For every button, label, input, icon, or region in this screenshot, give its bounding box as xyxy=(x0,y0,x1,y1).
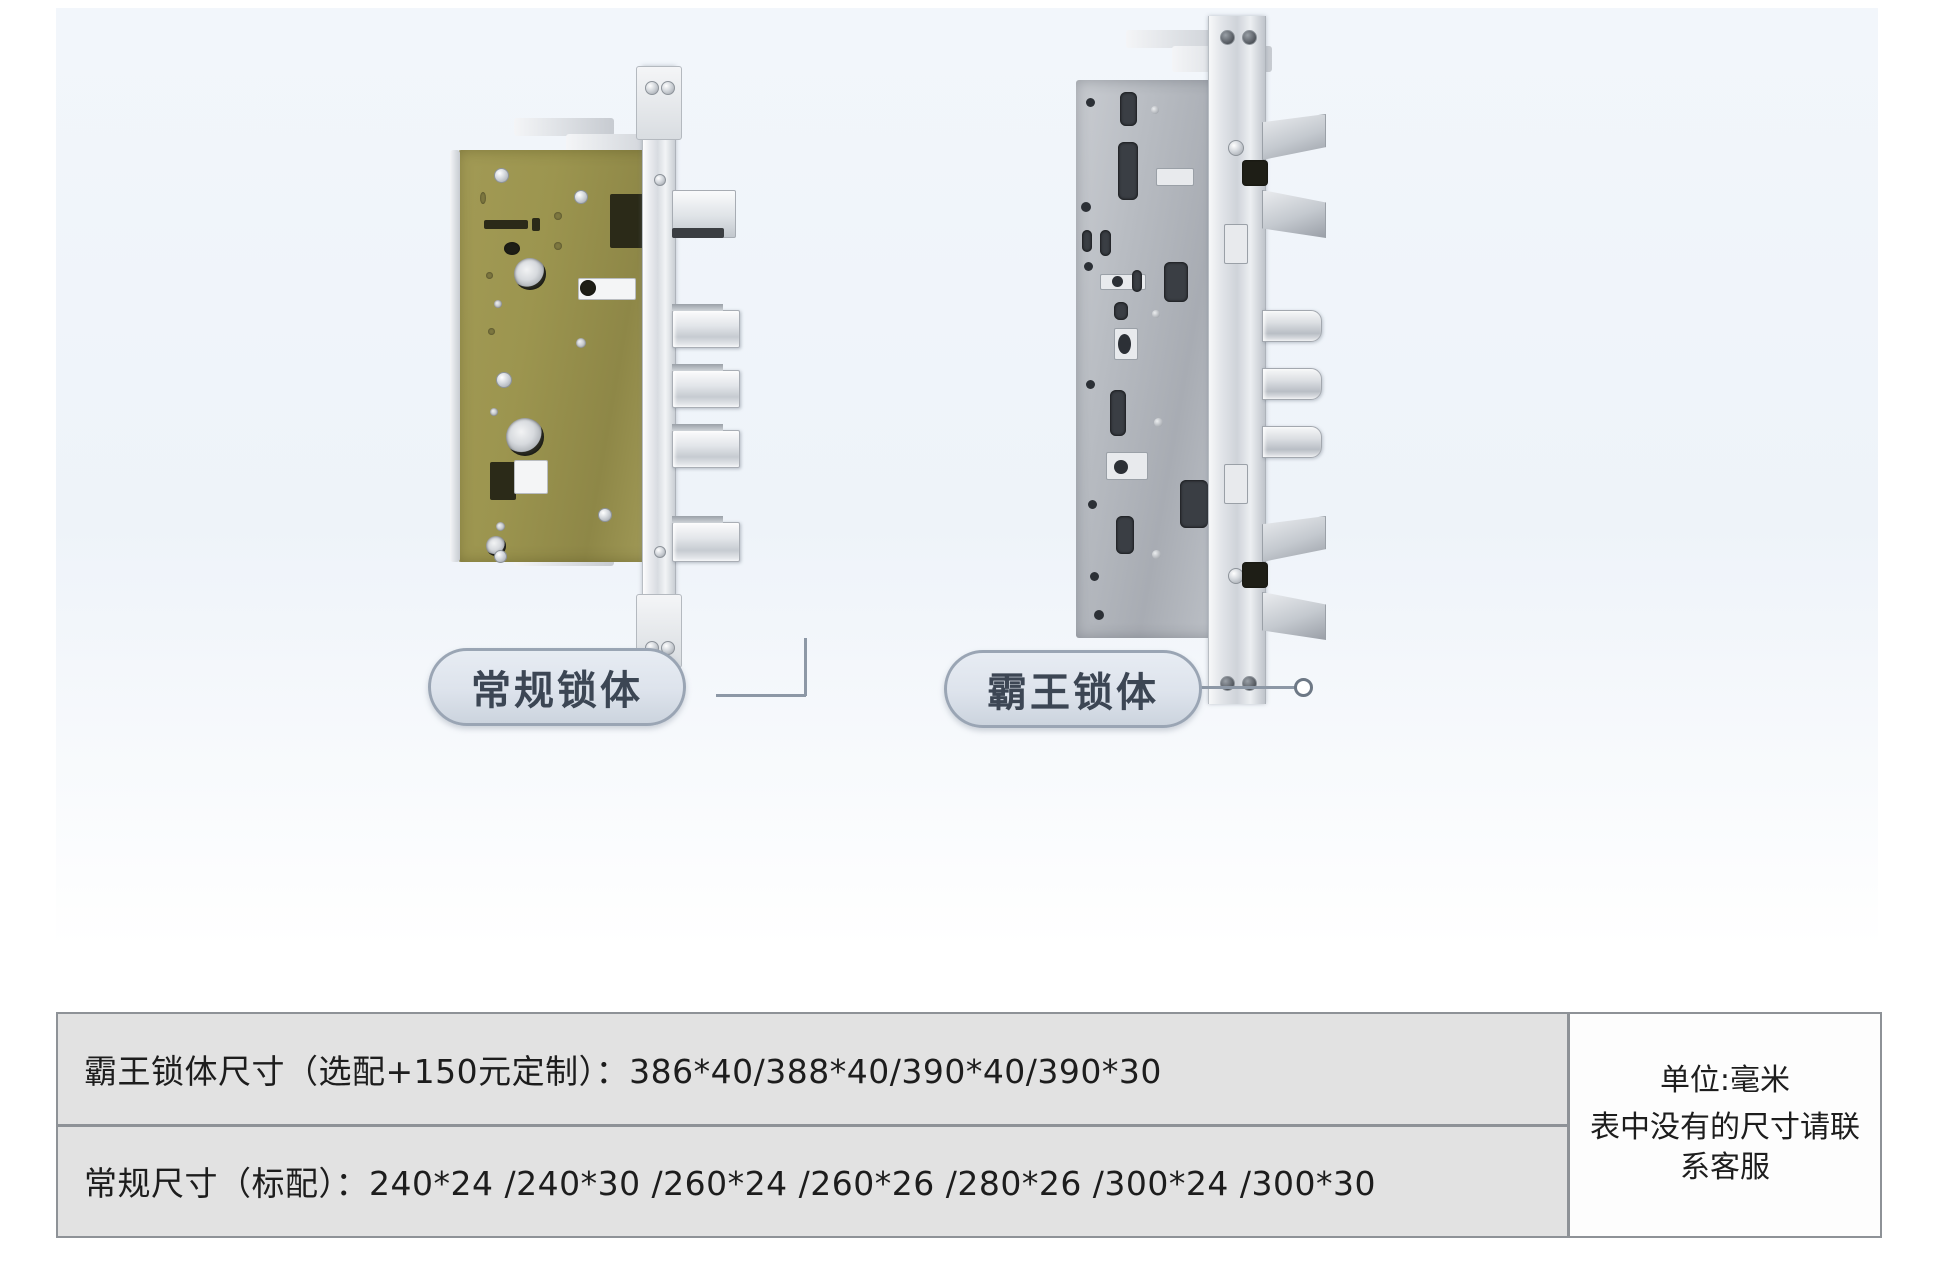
body-cam-slot xyxy=(490,462,516,500)
overlord-size-text: 霸王锁体尺寸（选配+150元定制）：386*40/388*40/390*40/3… xyxy=(84,1051,1162,1091)
body-pin-4 xyxy=(486,272,493,279)
overlord-pin-2 xyxy=(1151,106,1159,114)
regular-callout-leader-vertical xyxy=(804,638,807,696)
overlord-slot-7 xyxy=(1164,262,1188,302)
body-screw-1 xyxy=(494,168,509,183)
latch-shadow xyxy=(672,228,724,238)
overlord-hook-bolt-top-2 xyxy=(1262,190,1326,238)
body-keyhole xyxy=(514,258,546,290)
overlord-faceplate-slot-2 xyxy=(1224,464,1248,504)
overlord-pin-4 xyxy=(1084,262,1093,271)
body-cylinder-hole xyxy=(506,418,544,456)
specification-table: 霸王锁体尺寸（选配+150元定制）：386*40/388*40/390*40/3… xyxy=(56,1012,1882,1238)
overlord-faceplate-screw-5 xyxy=(1228,140,1244,156)
faceplate-screw-top-2 xyxy=(661,81,675,95)
overlord-pin-11 xyxy=(1088,500,1097,509)
overlord-pin-5 xyxy=(1112,276,1123,287)
body-pin-9 xyxy=(554,242,562,250)
spec-table-unit-cell: 单位:毫米 表中没有的尺寸请联系客服 xyxy=(1567,1014,1880,1236)
overlord-callout-leader-horizontal xyxy=(1192,686,1300,689)
regular-lock-bolt-4 xyxy=(672,516,740,562)
body-pin-5 xyxy=(488,328,495,335)
regular-lock-bolt-2 xyxy=(672,364,740,408)
overlord-pin-13 xyxy=(1152,550,1161,559)
overlord-round-bolt-2 xyxy=(1262,368,1322,400)
regular-lock-assembly xyxy=(396,38,956,718)
overlord-slot-8 xyxy=(1110,390,1126,436)
overlord-faceplate-screw-1 xyxy=(1220,30,1235,45)
spec-table-rows: 霸王锁体尺寸（选配+150元定制）：386*40/388*40/390*40/3… xyxy=(58,1014,1567,1236)
overlord-pin-7 xyxy=(1152,310,1160,318)
body-pin-6 xyxy=(490,408,498,416)
overlord-hook-bolt-top xyxy=(1262,114,1326,160)
body-cam-window xyxy=(514,460,548,494)
overlord-pin-12 xyxy=(1090,572,1099,581)
body-pin-7 xyxy=(496,522,505,531)
overlord-slot-4 xyxy=(1100,230,1111,256)
overlord-slot-10 xyxy=(1180,480,1208,528)
unit-label: 单位:毫米 xyxy=(1659,1063,1791,1099)
faceplate-screw-top-1 xyxy=(645,81,659,95)
table-row-overlord-size: 霸王锁体尺寸（选配+150元定制）：386*40/388*40/390*40/3… xyxy=(58,1014,1567,1124)
regular-lock-bolt-3 xyxy=(672,424,740,468)
table-row-regular-size: 常规尺寸（标配）：240*24 /240*30 /260*24 /260*26 … xyxy=(58,1123,1567,1236)
overlord-lock-faceplate xyxy=(1208,16,1266,704)
overlord-pin-9 xyxy=(1114,460,1128,474)
body-window-1 xyxy=(610,194,648,248)
body-roller-pin xyxy=(580,280,596,296)
body-screw-2 xyxy=(496,372,512,388)
overlord-cam-dot-bottom xyxy=(1242,562,1268,588)
body-pin-10 xyxy=(576,338,586,348)
body-screw-4 xyxy=(598,508,612,522)
regular-lock-bolt-1 xyxy=(672,304,740,348)
overlord-pin-3 xyxy=(1081,202,1091,212)
overlord-cam-dot-top xyxy=(1242,160,1268,186)
overlord-pin-10 xyxy=(1154,418,1163,427)
faceplate-screw-ear-top xyxy=(636,66,682,140)
faceplate-screw-mid-bottom xyxy=(654,546,666,558)
overlord-hook-bolt-bottom-2 xyxy=(1262,592,1326,640)
overlord-lock-callout: 霸王锁体 xyxy=(944,650,1202,728)
regular-lock-callout: 常规锁体 xyxy=(428,648,686,726)
body-pin-1 xyxy=(480,192,486,204)
faceplate-screw-mid-top xyxy=(654,174,666,186)
regular-lock-callout-label: 常规锁体 xyxy=(471,668,643,714)
overlord-slot-1 xyxy=(1120,92,1137,126)
body-pin-8 xyxy=(554,212,562,220)
overlord-faceplate-screw-2 xyxy=(1242,30,1257,45)
overlord-slot-6 xyxy=(1114,302,1128,320)
product-photo-panel: 常规锁体 霸王锁体 xyxy=(56,8,1878,948)
body-screw-3 xyxy=(574,190,588,204)
overlord-pin-8 xyxy=(1086,380,1095,389)
overlord-lock-callout-label: 霸王锁体 xyxy=(987,670,1159,716)
regular-lock-body-edge xyxy=(450,150,460,562)
regular-lock-body-plate xyxy=(458,150,670,563)
overlord-faceplate-slot-1 xyxy=(1224,224,1248,264)
overlord-slot-9 xyxy=(1116,516,1134,554)
overlord-callout-leader-endpoint xyxy=(1294,678,1313,697)
overlord-slot-5 xyxy=(1132,270,1142,292)
regular-size-text: 常规尺寸（标配）：240*24 /240*30 /260*24 /260*26 … xyxy=(84,1164,1376,1204)
body-slot-1 xyxy=(484,220,528,229)
overlord-cam-1 xyxy=(1156,168,1194,186)
body-screw-5 xyxy=(494,550,507,563)
overlord-hook-bolt-bottom xyxy=(1262,516,1326,562)
regular-lock-faceplate xyxy=(642,66,676,666)
overlord-round-bolt-3 xyxy=(1262,426,1322,458)
overlord-slot-3 xyxy=(1082,230,1092,252)
overlord-pin-1 xyxy=(1086,98,1095,107)
overlord-lock-assembly xyxy=(976,8,1576,728)
overlord-slot-2 xyxy=(1118,142,1138,200)
regular-callout-leader-horizontal xyxy=(716,694,806,697)
regular-lock-top-bracket xyxy=(514,118,614,136)
overlord-pin-6 xyxy=(1118,334,1131,354)
overlord-round-bolt-1 xyxy=(1262,310,1322,342)
body-pin-3 xyxy=(494,300,502,308)
contact-service-note: 表中没有的尺寸请联系客服 xyxy=(1590,1109,1860,1186)
overlord-pin-14 xyxy=(1094,610,1104,620)
body-pin-2 xyxy=(504,242,520,255)
body-slot-2 xyxy=(532,218,540,231)
